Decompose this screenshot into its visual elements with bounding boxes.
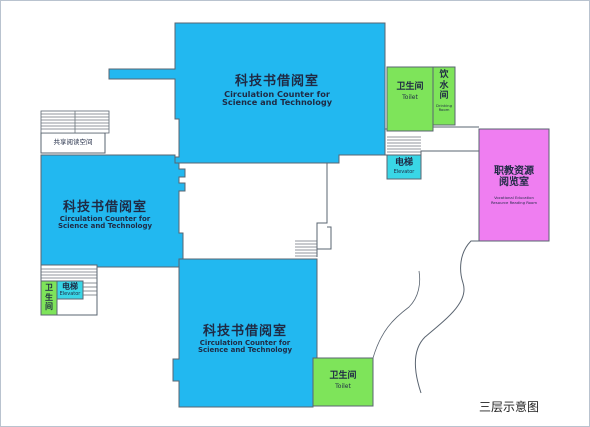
room-reading-top[interactable] [108, 22, 386, 164]
room-vocational[interactable] [478, 128, 550, 242]
elevator-right-cn: 电梯 [394, 158, 413, 168]
label-elevator-left: 电梯 Elevator [57, 283, 83, 297]
water-cn2: 水间 [439, 81, 449, 101]
label-vocational: 职教资源 阅览室 Vocational Education Resource R… [479, 167, 549, 205]
label-toilet-top: 卫生间 Toilet [389, 83, 431, 101]
vocational-en2: Resource Reading Room [490, 199, 538, 205]
room-reading-bottom[interactable] [172, 258, 318, 408]
reading-bottom-en2: Science and Technology [197, 346, 293, 354]
elevator-left-en: Elevator [59, 291, 81, 297]
label-reading-top: 科技书借阅室 Circulation Counter for Science a… [187, 75, 367, 106]
reading-top-en1: Circulation Counter for [224, 89, 330, 99]
label-reading-bottom: 科技书借阅室 Circulation Counter for Science a… [185, 325, 305, 354]
label-reading-left: 科技书借阅室 Circulation Counter for Science a… [45, 201, 165, 230]
vocational-cn1: 职教资源 [494, 166, 534, 177]
toilet-top-en: Toilet [402, 94, 418, 101]
reading-left-cn: 科技书借阅室 [62, 200, 147, 215]
room-elevator-left[interactable] [56, 280, 84, 300]
label-drinking-water: 饮 水间 Drinking Room [433, 71, 455, 111]
vocational-cn2: 阅览室 [499, 177, 529, 188]
water-en: Drinking Room [435, 102, 453, 112]
toilet-left-cn1: 卫 [45, 283, 53, 292]
room-reading-left[interactable] [40, 154, 186, 268]
toilet-bottom-en: Toilet [335, 383, 351, 390]
room-drinking-water[interactable] [432, 66, 456, 126]
reading-left-en1: Circulation Counter for [59, 215, 151, 223]
water-cn1: 饮 [439, 70, 449, 80]
toilet-bottom-cn: 卫生间 [329, 371, 357, 381]
stairs-top-left [40, 110, 110, 134]
corridor-boundary [316, 150, 479, 394]
elevator-left-cn: 电梯 [62, 282, 78, 291]
reading-bottom-cn: 科技书借阅室 [202, 324, 287, 339]
reading-top-cn: 科技书借阅室 [234, 74, 319, 89]
label-shared-space: 共享阅读空间 [53, 138, 93, 146]
stairs-center [295, 240, 317, 257]
reading-bottom-en1: Circulation Counter for [199, 339, 291, 347]
vocational-en1: Vocational Education [494, 195, 534, 200]
map-title: 三层示意图 [479, 400, 540, 414]
label-toilet-left: 卫 生 间 [41, 283, 57, 312]
reading-top-en2: Science and Technology [221, 97, 333, 108]
label-elevator-right: 电梯 Elevator [387, 159, 421, 175]
toilet-left-cn3: 间 [45, 302, 53, 312]
toilet-left-cn2: 生 [45, 292, 53, 302]
toilet-top-cn: 卫生间 [396, 82, 424, 92]
label-toilet-bottom: 卫生间 Toilet [313, 372, 373, 390]
room-toilet-top[interactable] [386, 66, 434, 132]
room-toilet-bottom[interactable] [312, 357, 374, 407]
reading-left-en2: Science and Technology [57, 222, 153, 230]
elevator-right-en: Elevator [393, 169, 415, 175]
stairs-top-right [387, 136, 421, 153]
stairs-left-lower [41, 268, 97, 296]
curved-wall [372, 270, 421, 359]
